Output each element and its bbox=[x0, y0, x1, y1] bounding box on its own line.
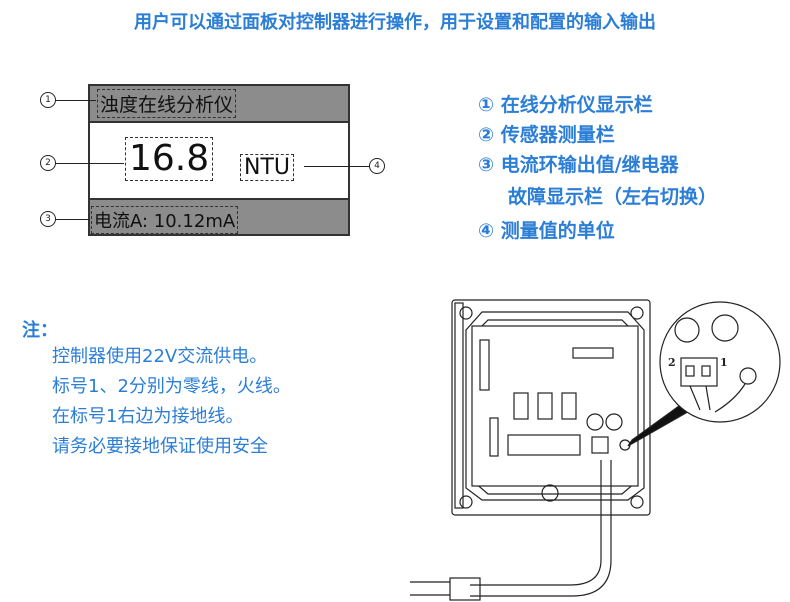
callout-line bbox=[304, 166, 370, 167]
display-panel: 浊度在线分析仪 16.8 NTU 电流A: 10.12mA bbox=[88, 84, 350, 236]
legend-item-3: ③ 电流环输出值/继电器 bbox=[478, 154, 679, 176]
note-line: 在标号1右边为接地线。 bbox=[52, 406, 244, 427]
note-line: 标号1、2分别为零线，火线。 bbox=[52, 376, 291, 397]
page-title: 用户可以通过面板对控制器进行操作，用于设置和配置的输入输出 bbox=[134, 12, 656, 33]
display-value: 16.8 bbox=[125, 137, 214, 181]
callout-4: 4 bbox=[369, 158, 385, 174]
note-line: 控制器使用22V交流供电。 bbox=[52, 346, 268, 367]
note-label: 注： bbox=[22, 320, 58, 341]
callout-line bbox=[54, 100, 96, 101]
display-footer: 电流A: 10.12mA bbox=[91, 206, 239, 234]
footer-band bbox=[90, 198, 348, 234]
callout-1: 1 bbox=[40, 92, 56, 108]
terminal-label-2: 2 bbox=[668, 356, 676, 369]
legend-item-2: ② 传感器测量栏 bbox=[478, 124, 615, 146]
legend-item-1: ① 在线分析仪显示栏 bbox=[478, 94, 653, 116]
legend-item-3-cont: 故障显示栏（左右切换） bbox=[508, 186, 718, 208]
display-unit: NTU bbox=[240, 154, 294, 181]
header-band bbox=[90, 86, 348, 123]
callout-3: 3 bbox=[40, 211, 56, 227]
note-line: 请务必要接地保证使用安全 bbox=[52, 436, 268, 457]
terminal-label-1: 1 bbox=[720, 356, 728, 369]
callout-line bbox=[54, 219, 90, 220]
callout-2: 2 bbox=[40, 155, 56, 171]
display-header: 浊度在线分析仪 bbox=[97, 89, 237, 118]
callout-line bbox=[54, 163, 124, 164]
legend-item-4: ④ 测量值的单位 bbox=[478, 220, 615, 242]
